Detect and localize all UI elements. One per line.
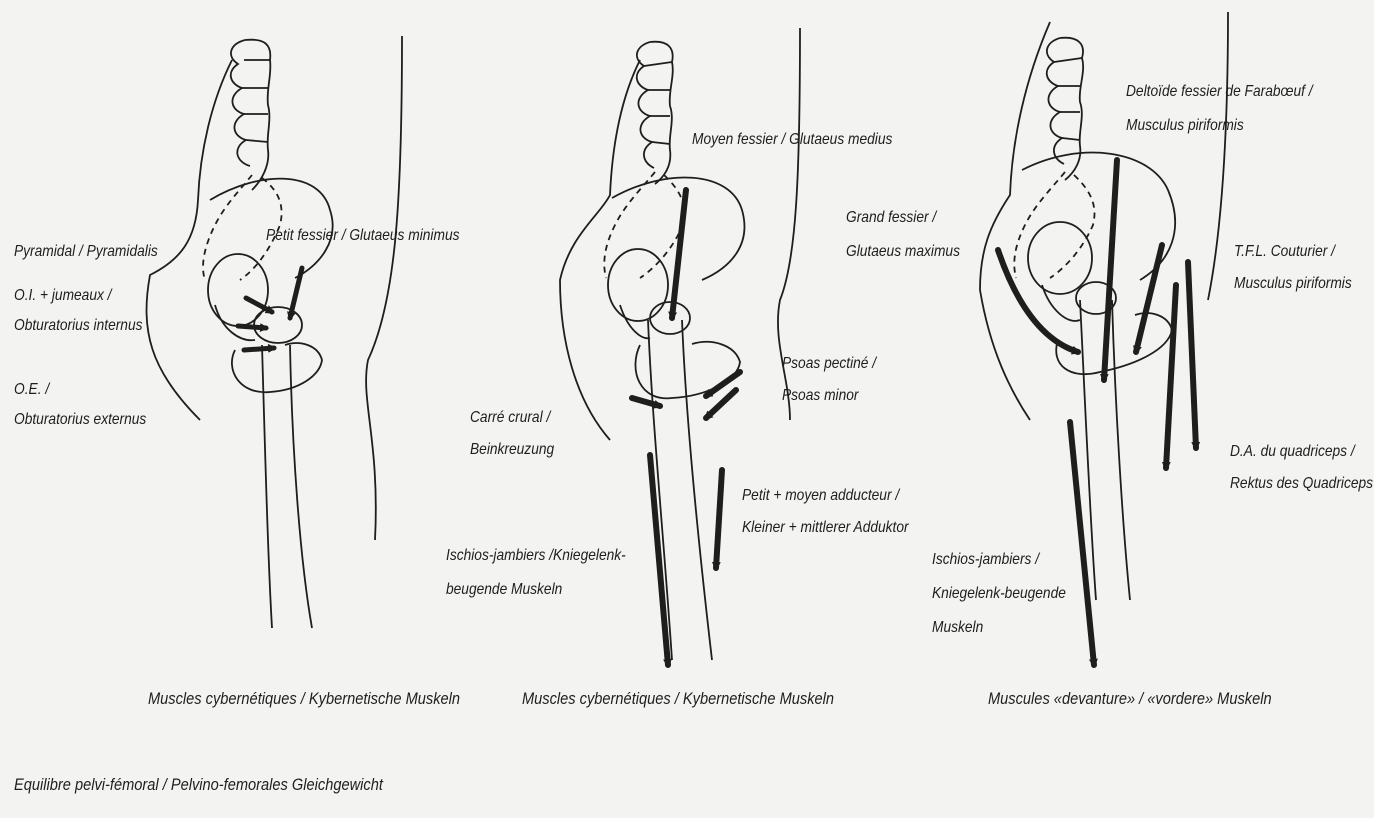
label-adducteur-line-2: Kleiner + mittlerer Adduktor <box>742 516 909 540</box>
label-oe-line-1: O.E. / <box>14 378 49 402</box>
label-petit-fessier: Petit fessier / Glutaeus minimus <box>266 224 459 248</box>
label-ischios-line-2: beugende Muskeln <box>446 578 562 602</box>
label-oe-line-2: Obturatorius externus <box>14 408 146 432</box>
caption-panel-3: Muscules «devanture» / «vordere» Muskeln <box>988 687 1272 711</box>
label-adducteur-line-1: Petit + moyen adducteur / <box>742 484 899 508</box>
diagram-footer-caption: Equilibre pelvi-fémoral / Pelvino-femora… <box>14 773 383 797</box>
label-da-line-2: Rektus des Quadriceps <box>1230 472 1373 496</box>
label-deltoide-line-1: Deltoïde fessier de Farabœuf / <box>1126 80 1313 104</box>
label-ischios3-line-2: Kniegelenk-beugende <box>932 582 1066 606</box>
label-carre-line-1: Carré crural / <box>470 406 550 430</box>
label-psoas-line-1: Psoas pectiné / <box>782 352 876 376</box>
label-moyen-fessier: Moyen fessier / Glutaeus medius <box>692 128 892 152</box>
label-grand-fessier-line-1: Grand fessier / <box>846 206 936 230</box>
label-da-line-1: D.A. du quadriceps / <box>1230 440 1355 464</box>
caption-panel-2: Muscles cybernétiques / Kybernetische Mu… <box>522 687 834 711</box>
muscle-arrows-2 <box>632 190 740 665</box>
label-oi-line-2: Obturatorius internus <box>14 314 142 338</box>
label-tfl-line-2: Musculus piriformis <box>1234 272 1352 296</box>
label-deltoide-line-2: Musculus piriformis <box>1126 114 1244 138</box>
label-carre-line-2: Beinkreuzung <box>470 438 554 462</box>
label-oi-line-1: O.I. + jumeaux / <box>14 284 112 308</box>
label-grand-fessier-line-2: Glutaeus maximus <box>846 240 960 264</box>
caption-panel-1: Muscles cybernétiques / Kybernetische Mu… <box>148 687 460 711</box>
label-tfl-line-1: T.F.L. Couturier / <box>1234 240 1335 264</box>
pelvis-figure-1 <box>147 36 402 628</box>
label-pyramidal: Pyramidal / Pyramidalis <box>14 240 158 264</box>
label-ischios-line-1: Ischios-jambiers /Kniegelenk- <box>446 544 626 568</box>
label-psoas-line-2: Psoas minor <box>782 384 858 408</box>
muscle-arrows-1 <box>238 268 302 350</box>
label-ischios3-line-1: Ischios-jambiers / <box>932 548 1039 572</box>
label-ischios3-line-3: Muskeln <box>932 616 983 640</box>
